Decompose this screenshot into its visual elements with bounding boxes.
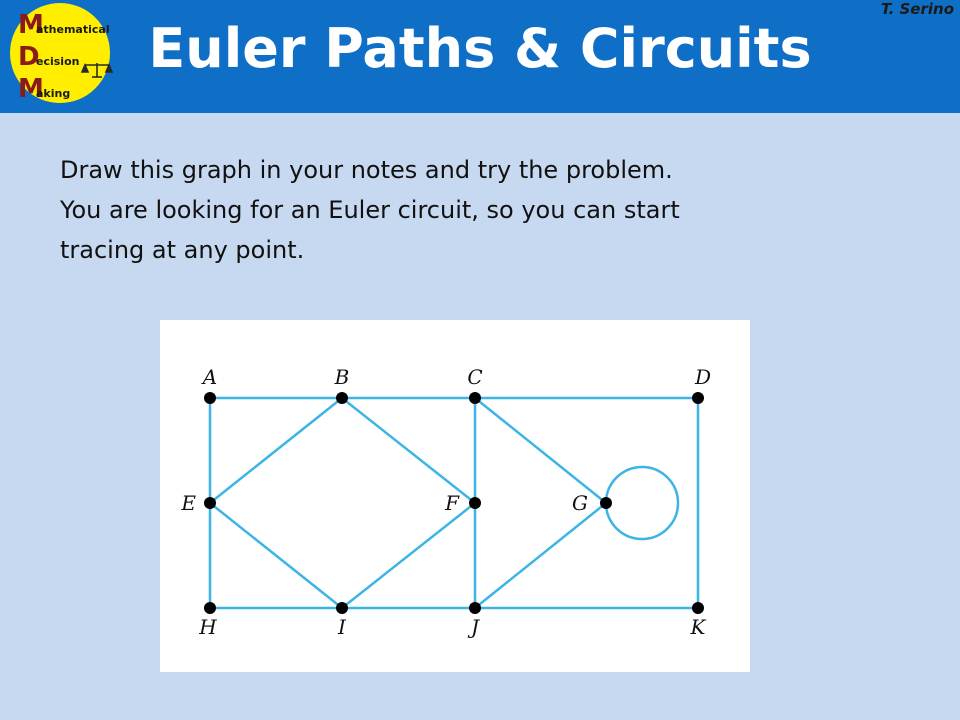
vertex-J xyxy=(469,602,481,614)
vertex-D xyxy=(692,392,704,404)
author-credit: T. Serino xyxy=(880,0,954,18)
edge-B-F xyxy=(341,397,476,504)
edge-F-I xyxy=(341,502,476,609)
vertex-I xyxy=(336,602,348,614)
vertex-K xyxy=(692,602,704,614)
vertex-label-B: B xyxy=(334,365,350,389)
logo-initial-d: D xyxy=(18,42,40,72)
vertex-label-F: F xyxy=(444,491,460,515)
graph-figure: A B C D E F G H I J K xyxy=(160,320,750,672)
vertex-label-A: A xyxy=(201,365,217,389)
mdm-logo: M athematical D ecision M aking xyxy=(10,3,114,103)
vertex-label-E: E xyxy=(180,491,196,515)
vertex-label-D: D xyxy=(694,365,711,389)
edge-G-J xyxy=(474,502,607,609)
page-title: Euler Paths & Circuits xyxy=(148,17,812,80)
vertex-label-I: I xyxy=(337,615,347,639)
edge-C-G xyxy=(474,397,607,504)
graph-edges xyxy=(208,396,700,610)
instruction-line-1: Draw this graph in your notes and try th… xyxy=(60,156,673,184)
instruction-line-3: tracing at any point. xyxy=(60,236,305,264)
edge-E-I xyxy=(209,502,343,609)
loop-edge-G xyxy=(604,465,680,541)
vertex-H xyxy=(204,602,216,614)
vertex-label-G: G xyxy=(572,491,588,515)
vertex-C xyxy=(469,392,481,404)
vertex-label-J: J xyxy=(467,615,480,639)
logo-initial-m2: M xyxy=(18,74,44,103)
graph-vertices: A B C D E F G H I J K xyxy=(180,365,711,639)
logo-initial-m1: M xyxy=(18,10,44,40)
instructions-text: Draw this graph in your notes and try th… xyxy=(60,150,880,270)
vertex-A xyxy=(204,392,216,404)
vertex-label-K: K xyxy=(690,615,707,639)
balance-scale-icon xyxy=(80,62,114,78)
logo-word-athematical: athematical xyxy=(36,23,110,36)
vertex-label-C: C xyxy=(467,365,482,389)
vertex-F xyxy=(469,497,481,509)
logo-word-aking: aking xyxy=(36,87,70,100)
vertex-B xyxy=(336,392,348,404)
title-banner: M athematical D ecision M aking Euler Pa… xyxy=(0,0,960,113)
logo-word-ecision: ecision xyxy=(36,55,79,68)
vertex-label-H: H xyxy=(198,615,217,639)
vertex-E xyxy=(204,497,216,509)
instruction-line-2: You are looking for an Euler circuit, so… xyxy=(60,196,680,224)
graph-canvas: A B C D E F G H I J K xyxy=(180,365,711,639)
vertex-G xyxy=(600,497,612,509)
edge-E-B xyxy=(209,397,343,504)
